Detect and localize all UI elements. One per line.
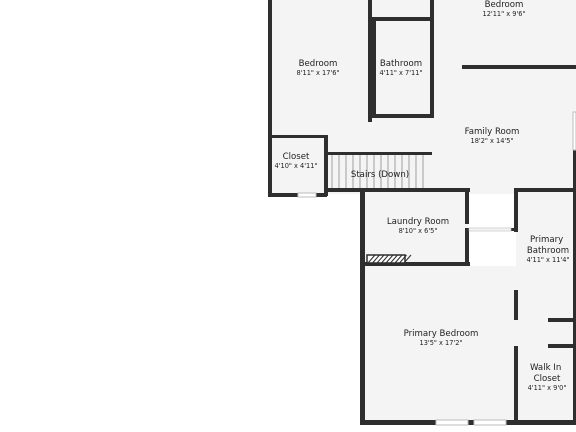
wall-closet-top [268, 135, 328, 138]
room-dims-laundry: 8'10" x 6'5" [399, 227, 438, 235]
vent-hatch-line [376, 254, 385, 264]
vent-hatch-line [390, 254, 398, 264]
vent-hatch [367, 254, 412, 264]
stairs-treads [331, 155, 424, 188]
room-name-family-room: Family Room [465, 127, 520, 137]
wall-primary-bath-top [514, 188, 576, 192]
room-name-stairs: Stairs (Down) [351, 170, 409, 180]
wall-stairs-bottom-left [328, 188, 364, 192]
room-dims-bathroom: 4'11" x 7'11" [380, 69, 423, 77]
vent-hatch-line [385, 254, 394, 264]
wall-bathroom-left [372, 18, 376, 118]
window-bottom-left [435, 419, 469, 426]
room-name-primary-bathroom: Primary Bathroom [527, 235, 569, 256]
vent-box [366, 254, 406, 264]
room-dims-bedroom-left: 8'11" x 17'6" [297, 69, 340, 77]
room-dims-walk-in-closet: 4'11" x 9'0" [528, 384, 567, 392]
floor-middle [328, 136, 576, 194]
vent-hatch-line [394, 254, 403, 264]
room-name-primary-bedroom: Primary Bedroom [404, 329, 479, 339]
door-laundry-gap [468, 227, 512, 232]
room-name-bedroom-left: Bedroom [299, 59, 338, 69]
laundry-vent [366, 254, 412, 264]
floor-primary-bath [516, 190, 576, 424]
window-bottom-right [473, 419, 507, 426]
primary-bathroom-line2: Bathroom [527, 246, 569, 256]
wall-primary-bath-left-mid [514, 290, 518, 320]
wall-bedroom-top-bottom [462, 65, 576, 69]
room-name-walk-in-closet: Walk In Closet [530, 363, 564, 384]
floor-areas [268, 0, 576, 424]
walk-in-line2: Closet [534, 374, 561, 384]
wall-stairs-top [328, 152, 432, 155]
wall-right-edge [573, 150, 576, 424]
floor-closet [268, 136, 328, 196]
wall-laundry-left [360, 188, 365, 424]
room-name-bathroom: Bathroom [380, 59, 422, 69]
window-closet [297, 192, 317, 198]
walk-in-line1: Walk In [530, 363, 561, 373]
wall-bathroom-right [430, 0, 434, 118]
wall-laundry-right [465, 188, 469, 224]
window-right [572, 111, 576, 151]
wall-laundry-right-lower [465, 228, 469, 266]
vent-hatch-line [367, 254, 376, 264]
wall-primary-bath-left [514, 188, 518, 232]
room-dims-primary-bathroom: 4'11" x 11'4" [527, 256, 570, 264]
room-dims-primary-bedroom: 13'5" x 17'2" [420, 339, 463, 347]
wall-laundry-bottom [364, 262, 470, 266]
room-dims-family-room: 18'2" x 14'5" [471, 137, 514, 145]
windows [297, 111, 576, 426]
wall-bedroom-divider [368, 0, 372, 122]
wall-walkin-top [548, 344, 576, 348]
room-dims-bedroom-top: 12'11" x 9'6" [483, 10, 526, 18]
primary-bathroom-line1: Primary [530, 235, 563, 245]
room-dims-closet: 4'10" x 4'11" [275, 162, 318, 170]
wall-stairs-bottom [360, 188, 470, 192]
floor-primary-bedroom [364, 266, 518, 424]
wall-walkin-left [514, 346, 518, 424]
wall-bathroom-top [372, 17, 434, 21]
vent-hatch-line [403, 254, 412, 264]
wall-left-upper [268, 0, 272, 196]
vent-hatch-line [372, 254, 380, 264]
vent-hatch-line [381, 254, 389, 264]
vent-hatch-line [399, 254, 407, 264]
floor-laundry [364, 190, 468, 266]
room-name-bedroom-top: Bedroom [485, 0, 524, 10]
room-name-laundry: Laundry Room [387, 217, 449, 227]
room-name-closet: Closet [283, 152, 310, 162]
wall-bathroom-bottom [372, 114, 434, 118]
wall-bath-closet-divider [548, 318, 576, 322]
wall-closet-right [324, 136, 328, 196]
room-labels: Bedroom 12'11" x 9'6" Bedroom 8'11" x 17… [275, 0, 570, 392]
